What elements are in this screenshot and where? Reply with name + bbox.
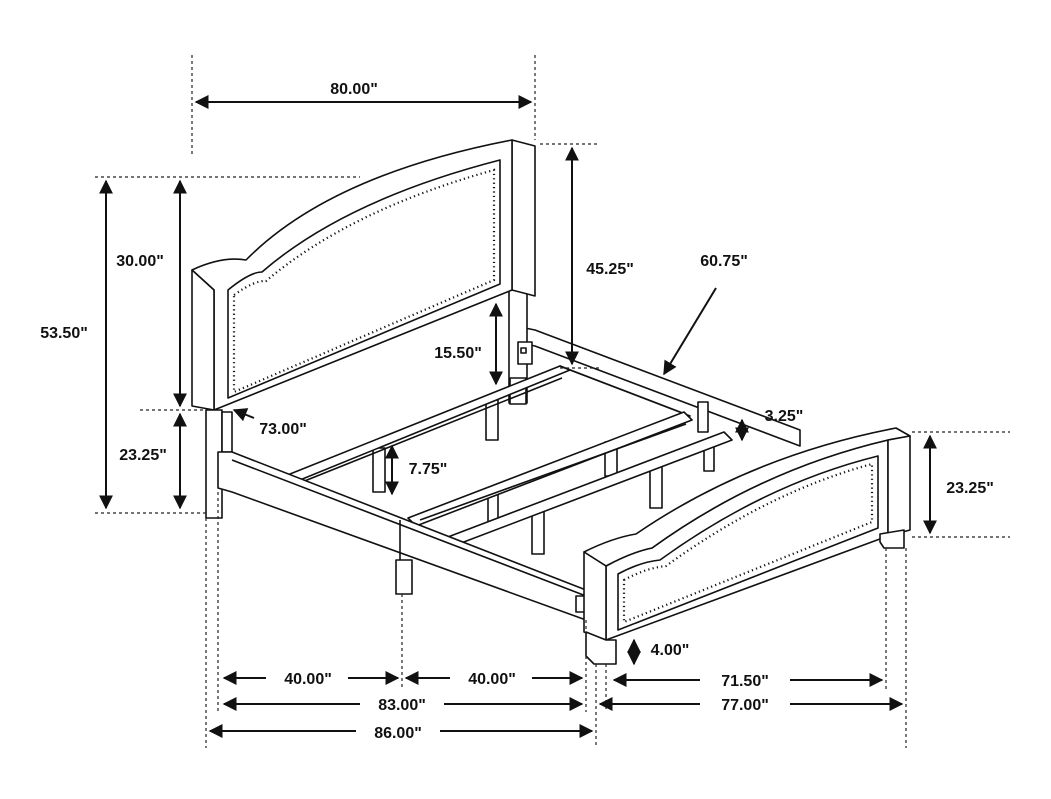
label-headboard-post-height: 45.25": [586, 261, 634, 278]
back-side-rail: [524, 327, 801, 472]
rail-bracket: [517, 341, 533, 365]
label-rail-height: 3.25": [765, 408, 804, 425]
label-half-width-right: 40.00": [468, 671, 516, 688]
footboard: [583, 427, 911, 665]
slats: [284, 365, 733, 549]
label-inner-width: 73.00": [259, 421, 307, 438]
dimension-labels: 80.00" 30.00" 53.50" 23.25" 45.25" 60.75…: [40, 81, 994, 742]
label-side-rail-length: 60.75": [700, 253, 748, 270]
label-headboard-width: 80.00": [330, 81, 378, 98]
bed-drawing: [191, 139, 911, 665]
label-total-height: 53.50": [40, 325, 88, 342]
label-rail-span-width: 83.00": [378, 697, 426, 714]
label-half-width-left: 40.00": [284, 671, 332, 688]
label-headboard-panel-height: 30.00": [116, 253, 164, 270]
label-headboard-leg-height: 23.25": [119, 447, 167, 464]
dimension-lines: [95, 55, 1010, 748]
label-center-leg-height: 7.75": [409, 461, 448, 478]
label-overall-width: 86.00": [374, 725, 422, 742]
label-slat-clearance: 15.50": [434, 345, 482, 362]
label-inner-length: 71.50": [721, 673, 769, 690]
headboard: [191, 139, 536, 519]
label-footboard-height: 23.25": [946, 480, 994, 497]
label-overall-length: 77.00": [721, 697, 769, 714]
label-foot-leg-height: 4.00": [651, 642, 690, 659]
